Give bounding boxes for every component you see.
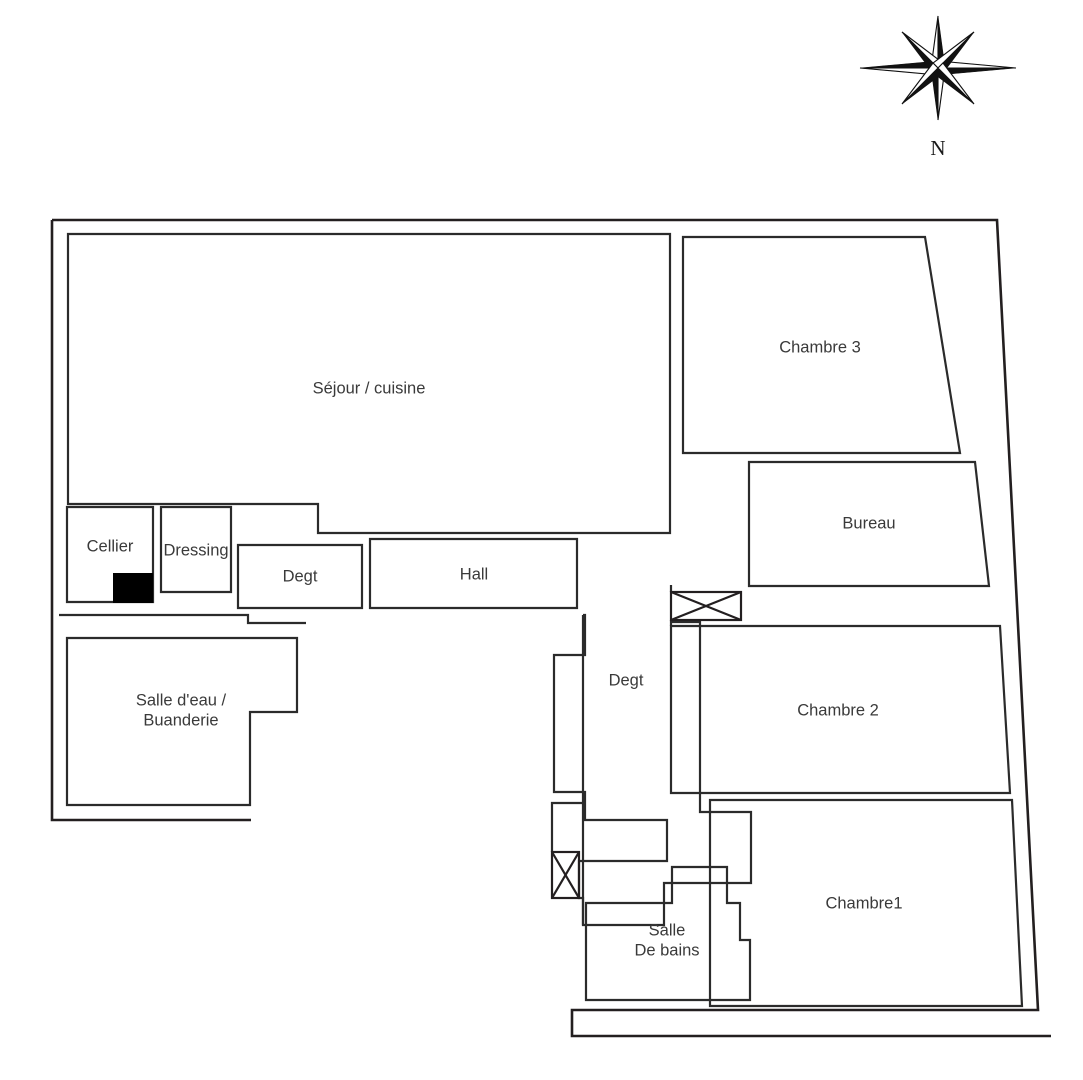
wall-segment-salle-eau-top — [59, 613, 306, 625]
room-label-chambre-1: Chambre1 — [825, 894, 902, 912]
room-label-chambre-2: Chambre 2 — [797, 701, 879, 719]
room-label-degt-left: Degt — [283, 567, 318, 585]
room-label-hall: Hall — [460, 565, 488, 583]
room-outline-degt-left — [236, 543, 364, 610]
room-outline-salle-de-bains — [584, 865, 752, 1002]
compass-rose-icon — [859, 15, 1017, 121]
room-label-salle-de-bains-line2: De bains — [634, 941, 699, 959]
door-symbol-bureau-icon — [669, 590, 743, 622]
room-outline-hall — [368, 537, 579, 610]
room-outline-chambre-3 — [681, 235, 962, 455]
room-outline-bureau — [747, 460, 991, 588]
outer-wall — [50, 218, 1051, 1038]
room-label-cellier: Cellier — [87, 537, 134, 555]
closet-block-symbol — [113, 573, 153, 603]
room-label-dressing: Dressing — [163, 541, 228, 559]
room-label-salle-eau-line2: Buanderie — [143, 711, 218, 729]
room-outline-dressing — [159, 505, 233, 594]
compass-north-label: N — [930, 136, 945, 160]
room-label-bureau: Bureau — [842, 514, 895, 532]
room-label-sejour-cuisine: Séjour / cuisine — [313, 379, 426, 397]
room-outline-chambre-1 — [708, 798, 1024, 1008]
room-label-salle-eau-line1: Salle d'eau / — [136, 691, 227, 709]
room-outline-sejour-cuisine — [66, 232, 672, 535]
room-outline-salle-eau-buanderie — [65, 636, 299, 807]
wall-segment-degt-spur — [550, 801, 585, 852]
room-label-degt-center: Degt — [609, 671, 644, 689]
room-outline-chambre-2 — [669, 624, 1012, 795]
room-label-chambre-3: Chambre 3 — [779, 338, 861, 356]
room-label-salle-de-bains-line1: Salle — [649, 921, 686, 939]
door-symbol-degt-icon — [550, 850, 581, 900]
